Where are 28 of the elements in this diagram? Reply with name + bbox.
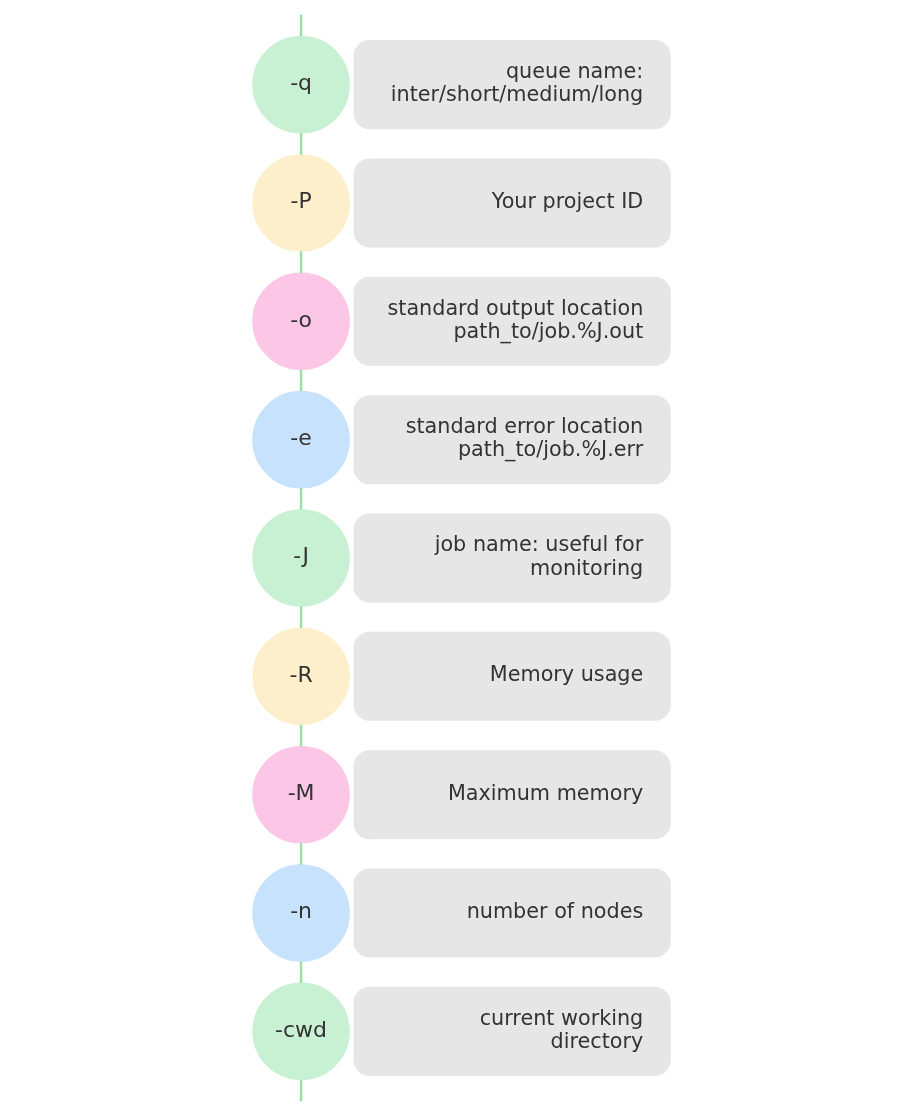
node-circle: -n — [252, 864, 350, 962]
connector — [299, 1079, 303, 1102]
node-circle: -R — [252, 627, 350, 726]
node-circle: -o — [252, 272, 350, 371]
node-box: number of nodes — [353, 868, 671, 958]
connector — [299, 369, 303, 392]
node-box: Your project ID — [353, 158, 671, 248]
connector — [299, 724, 303, 747]
node-box: Memory usage — [353, 631, 671, 721]
connector — [299, 488, 303, 510]
node-box: standard output location path_to/job.%J.out — [353, 276, 671, 366]
node-circle: -q — [252, 35, 350, 134]
connector — [299, 14, 303, 37]
connector — [299, 606, 303, 628]
node-box: current working directory — [353, 986, 671, 1076]
connector — [299, 961, 303, 984]
node-circle: -cwd — [252, 982, 350, 1081]
node-circle: -P — [252, 154, 350, 252]
node-circle: -e — [252, 390, 350, 489]
connector — [299, 843, 303, 865]
node-box: standard error location path_to/job.%J.err — [353, 395, 671, 485]
node-box: job name: useful for monitoring — [353, 513, 671, 603]
connector — [299, 251, 303, 273]
connector — [299, 133, 303, 155]
node-box: queue name: inter/short/medium/long — [353, 40, 671, 130]
node-circle: -J — [252, 509, 350, 607]
node-box: Maximum memory — [353, 750, 671, 840]
node-circle: -M — [252, 745, 350, 844]
